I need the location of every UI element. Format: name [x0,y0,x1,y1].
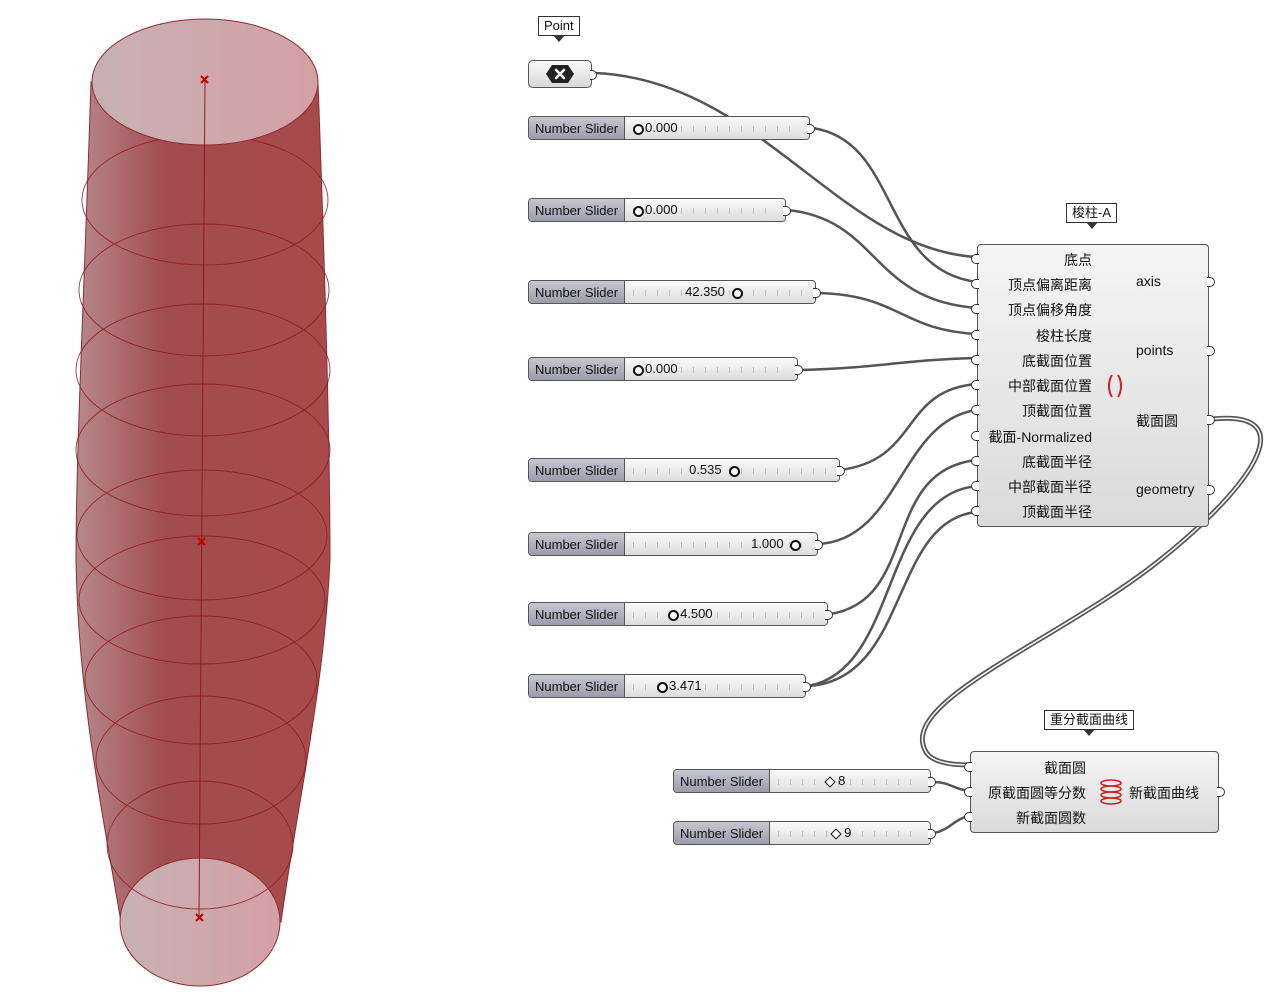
input-column-length[interactable]: 梭柱长度 [1036,328,1092,344]
input-middle-section-position[interactable]: 中部截面位置 [1008,378,1092,394]
slider-name: Number Slider [529,199,626,221]
input-base-point[interactable]: 底点 [1064,252,1092,268]
slider-value: 0.000 [645,361,678,376]
slider-name: Number Slider [529,603,626,625]
output-geometry[interactable]: geometry [1136,481,1195,497]
slider-track[interactable]: 0.000 [625,358,797,380]
input-top-offset-distance[interactable]: 顶点偏离距离 [1008,277,1092,293]
number-slider-4[interactable]: Number Slider 0.000 [528,357,803,381]
slider-name: Number Slider [529,117,626,139]
stacked-circles-icon [1100,779,1122,805]
output-axis[interactable]: axis [1136,273,1161,289]
number-slider-6[interactable]: Number Slider 1.000 [528,532,823,556]
input-bottom-section-radius[interactable]: 底截面半径 [1022,454,1092,470]
point-tag: Point [538,16,580,42]
slider-value: 0.000 [645,120,678,135]
number-slider-3[interactable]: Number Slider 42.350 [528,280,821,304]
slider-knob[interactable] [732,288,744,299]
slider-track[interactable]: 9 [770,822,930,844]
component-a-tag: 梭柱-A [1066,203,1118,229]
number-slider-7[interactable]: Number Slider 4.500 [528,602,833,626]
bracket-icon [1108,374,1122,398]
point-param[interactable] [528,60,597,88]
slider-name: Number Slider [674,770,771,792]
output-points[interactable]: points [1136,342,1174,358]
number-slider-5[interactable]: Number Slider 0.535 [528,458,845,482]
slider-track[interactable]: 42.350 [625,281,815,303]
number-slider-9[interactable]: Number Slider 8 [673,769,936,793]
input-bottom-section-position[interactable]: 底截面位置 [1022,353,1092,369]
slider-knob[interactable] [790,540,802,551]
slider-track[interactable]: 8 [770,770,930,792]
slider-value: 9 [844,825,852,840]
slider-knob[interactable] [668,610,680,621]
slider-knob[interactable] [657,682,669,693]
number-slider-1[interactable]: Number Slider 0.000 [528,116,815,140]
input-section-normalized[interactable]: 截面-Normalized [988,429,1092,445]
input-middle-section-radius[interactable]: 中部截面半径 [1008,479,1092,495]
number-slider-10[interactable]: Number Slider 9 [673,821,936,845]
input-top-section-position[interactable]: 顶截面位置 [1022,403,1092,419]
input-section-circles[interactable]: 截面圆 [1044,760,1086,776]
component-a[interactable]: 底点 顶点偏离距离 顶点偏移角度 梭柱长度 底截面位置 中部截面位置 顶截面位置… [971,244,1215,527]
column-geometry [75,18,331,987]
input-division-count[interactable]: 原截面圆等分数 [988,785,1086,801]
slider-name: Number Slider [529,358,626,380]
slider-track[interactable]: 1.000 [625,533,817,555]
slider-knob[interactable] [633,365,645,376]
slider-value: 4.500 [680,606,713,621]
slider-name: Number Slider [529,533,626,555]
input-top-offset-angle[interactable]: 顶点偏移角度 [1008,302,1092,318]
rhino-viewport [75,18,331,987]
slider-knob[interactable] [633,124,645,135]
slider-name: Number Slider [529,281,626,303]
slider-track[interactable]: 3.471 [625,675,805,697]
number-slider-2[interactable]: Number Slider 0.000 [528,198,791,222]
input-new-circle-count[interactable]: 新截面圆数 [1016,810,1086,826]
slider-name: Number Slider [529,459,626,481]
point-markers [195,75,209,922]
slider-value: 1.000 [751,536,784,551]
slider-track[interactable]: 0.000 [625,199,785,221]
slider-name: Number Slider [674,822,771,844]
x-hexagon-icon [546,65,574,83]
output-section-circles[interactable]: 截面圆 [1136,413,1178,429]
component-b[interactable]: 截面圆 原截面圆等分数 新截面圆数 新截面曲线 [964,751,1225,833]
slider-knob[interactable] [729,466,741,477]
slider-track[interactable]: 0.000 [625,117,809,139]
slider-value: 0.000 [645,202,678,217]
slider-value: 42.350 [685,284,725,299]
slider-knob[interactable] [633,206,645,217]
output-new-section-curves[interactable]: 新截面曲线 [1129,785,1199,801]
slider-value: 0.535 [689,462,722,477]
slider-track[interactable]: 4.500 [625,603,827,625]
slider-track[interactable]: 0.535 [625,459,839,481]
slider-value: 8 [838,773,846,788]
slider-name: Number Slider [529,675,626,697]
slider-value: 3.471 [669,678,702,693]
input-top-section-radius[interactable]: 顶截面半径 [1022,504,1092,520]
number-slider-8[interactable]: Number Slider 3.471 [528,674,811,698]
component-b-tag: 重分截面曲线 [1044,710,1135,736]
